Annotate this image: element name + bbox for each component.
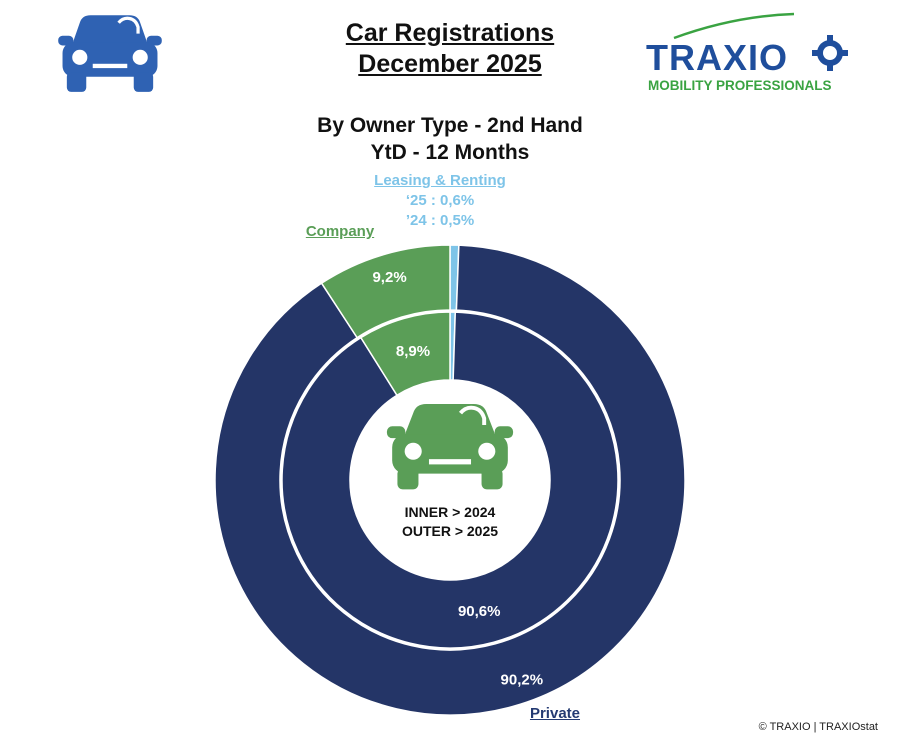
gear-icon <box>812 35 848 71</box>
outer-ring-2025 <box>214 244 686 716</box>
copyright: © TRAXIO | TRAXIOstat <box>758 721 878 733</box>
chart-subtitle: By Owner Type - 2nd Hand YtD - 12 Months <box>250 112 650 166</box>
subtitle-line-1: By Owner Type - 2nd Hand <box>317 114 583 137</box>
inner-label-company: 8,9% <box>396 343 430 360</box>
subtitle-line-2: YtD - 12 Months <box>370 141 530 164</box>
legend-private: Private <box>529 705 581 722</box>
title-line-2: December 2025 <box>358 50 542 78</box>
outer-slice-private <box>214 244 686 716</box>
legend-company: Company <box>305 223 375 240</box>
logo-text: TRAXIO <box>646 37 788 78</box>
outer-slice-company <box>320 244 451 339</box>
car-icon <box>58 15 162 92</box>
slice-labels: 90,2% 9,2% 90,6% 8,9% <box>372 269 543 689</box>
title-line-1: Car Registrations <box>345 19 555 47</box>
legend-leasing: Leasing & Renting ‘25 : 0,6% ’24 : 0,5% <box>340 171 540 231</box>
legend-leasing-title: Leasing & Renting <box>374 172 506 189</box>
ring-year-note: INNER > 2024 OUTER > 2025 <box>350 503 550 541</box>
outer-label-company: 9,2% <box>372 269 406 286</box>
outer-label-private: 90,2% <box>501 671 544 688</box>
outer-ring-note: OUTER > 2025 <box>401 523 499 539</box>
car-icon <box>386 403 514 490</box>
traxio-logo: TRAXIO MOBILITY PROFESSIONALS <box>646 12 848 93</box>
logo-tagline: MOBILITY PROFESSIONALS <box>648 78 832 93</box>
legend-leasing-2024: ’24 : 0,5% <box>405 212 475 229</box>
chart-title: Car Registrations December 2025 <box>250 18 650 80</box>
legend-leasing-2025: ‘25 : 0,6% <box>405 192 475 209</box>
inner-label-private: 90,6% <box>458 603 501 620</box>
inner-ring-note: INNER > 2024 <box>404 504 496 520</box>
